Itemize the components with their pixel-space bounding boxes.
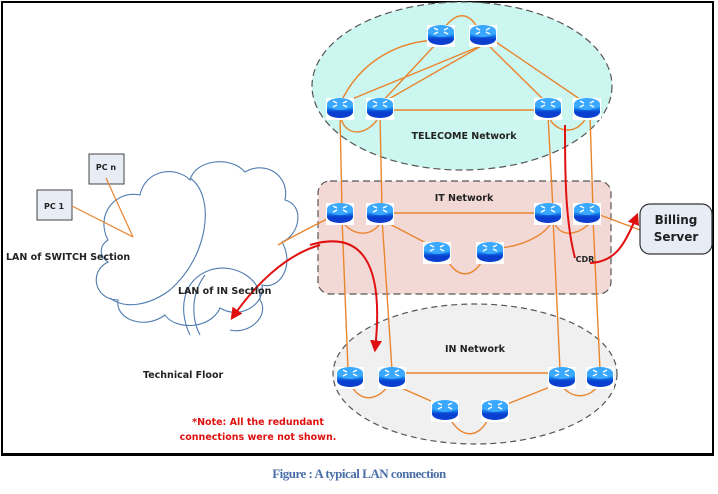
in-cloud-label: LAN of IN Section bbox=[178, 286, 272, 297]
note-line1: *Note: All the redundant bbox=[192, 417, 324, 428]
router-icon bbox=[326, 98, 354, 120]
router-icon bbox=[423, 242, 451, 264]
router-icon bbox=[366, 98, 394, 120]
in-zone bbox=[332, 303, 618, 445]
billing-server: Billing Server bbox=[639, 203, 713, 255]
router-icon bbox=[469, 25, 497, 47]
router-icon bbox=[476, 242, 504, 264]
router-icon bbox=[326, 203, 354, 225]
router-icon bbox=[366, 203, 394, 225]
switch-cloud-label: LAN of SWITCH Section bbox=[6, 252, 130, 263]
pc-1: PC 1 bbox=[36, 189, 73, 221]
router-icon bbox=[427, 25, 455, 47]
it-zone-label: IT Network bbox=[435, 193, 494, 204]
pc-1-link bbox=[71, 205, 134, 238]
in-section-cloud bbox=[183, 267, 264, 336]
telecom-zone bbox=[311, 1, 613, 171]
pc-n-label: PC n bbox=[96, 163, 117, 172]
it-to-in-network-arrow bbox=[309, 240, 383, 353]
floor-label: Technical Floor bbox=[143, 370, 223, 381]
figure-caption: Figure : A typical LAN connection bbox=[272, 466, 446, 481]
pc-n-link bbox=[105, 177, 134, 238]
note-line2: connections were not shown. bbox=[180, 432, 337, 443]
lan-cloud bbox=[95, 161, 299, 327]
router-icon bbox=[378, 367, 406, 389]
figure-frame bbox=[1, 1, 714, 456]
telecom-zone-label: TELECOME Network bbox=[411, 131, 517, 142]
cdr-to-billing-arrow bbox=[589, 212, 640, 264]
router-icon bbox=[431, 400, 459, 422]
router-icon bbox=[534, 98, 562, 120]
router-icon bbox=[548, 367, 576, 389]
cdr-flow-line bbox=[564, 124, 576, 259]
pc-1-label: PC 1 bbox=[44, 202, 65, 211]
router-icon bbox=[573, 203, 601, 225]
it-to-in-lan-arrow bbox=[230, 244, 321, 320]
routers bbox=[326, 25, 614, 422]
router-icon bbox=[336, 367, 364, 389]
router-icon bbox=[573, 98, 601, 120]
in-zone-label: IN Network bbox=[445, 344, 506, 355]
billing-server-line2: Server bbox=[654, 230, 699, 244]
flows bbox=[230, 124, 640, 353]
router-icon bbox=[534, 203, 562, 225]
switch-cloud-divider bbox=[109, 177, 206, 306]
router-icon bbox=[586, 367, 614, 389]
billing-server-line1: Billing bbox=[655, 213, 698, 227]
cdr-label: CDR bbox=[576, 255, 595, 264]
router-icon bbox=[481, 400, 509, 422]
in-section-cloud-inner bbox=[193, 274, 206, 336]
